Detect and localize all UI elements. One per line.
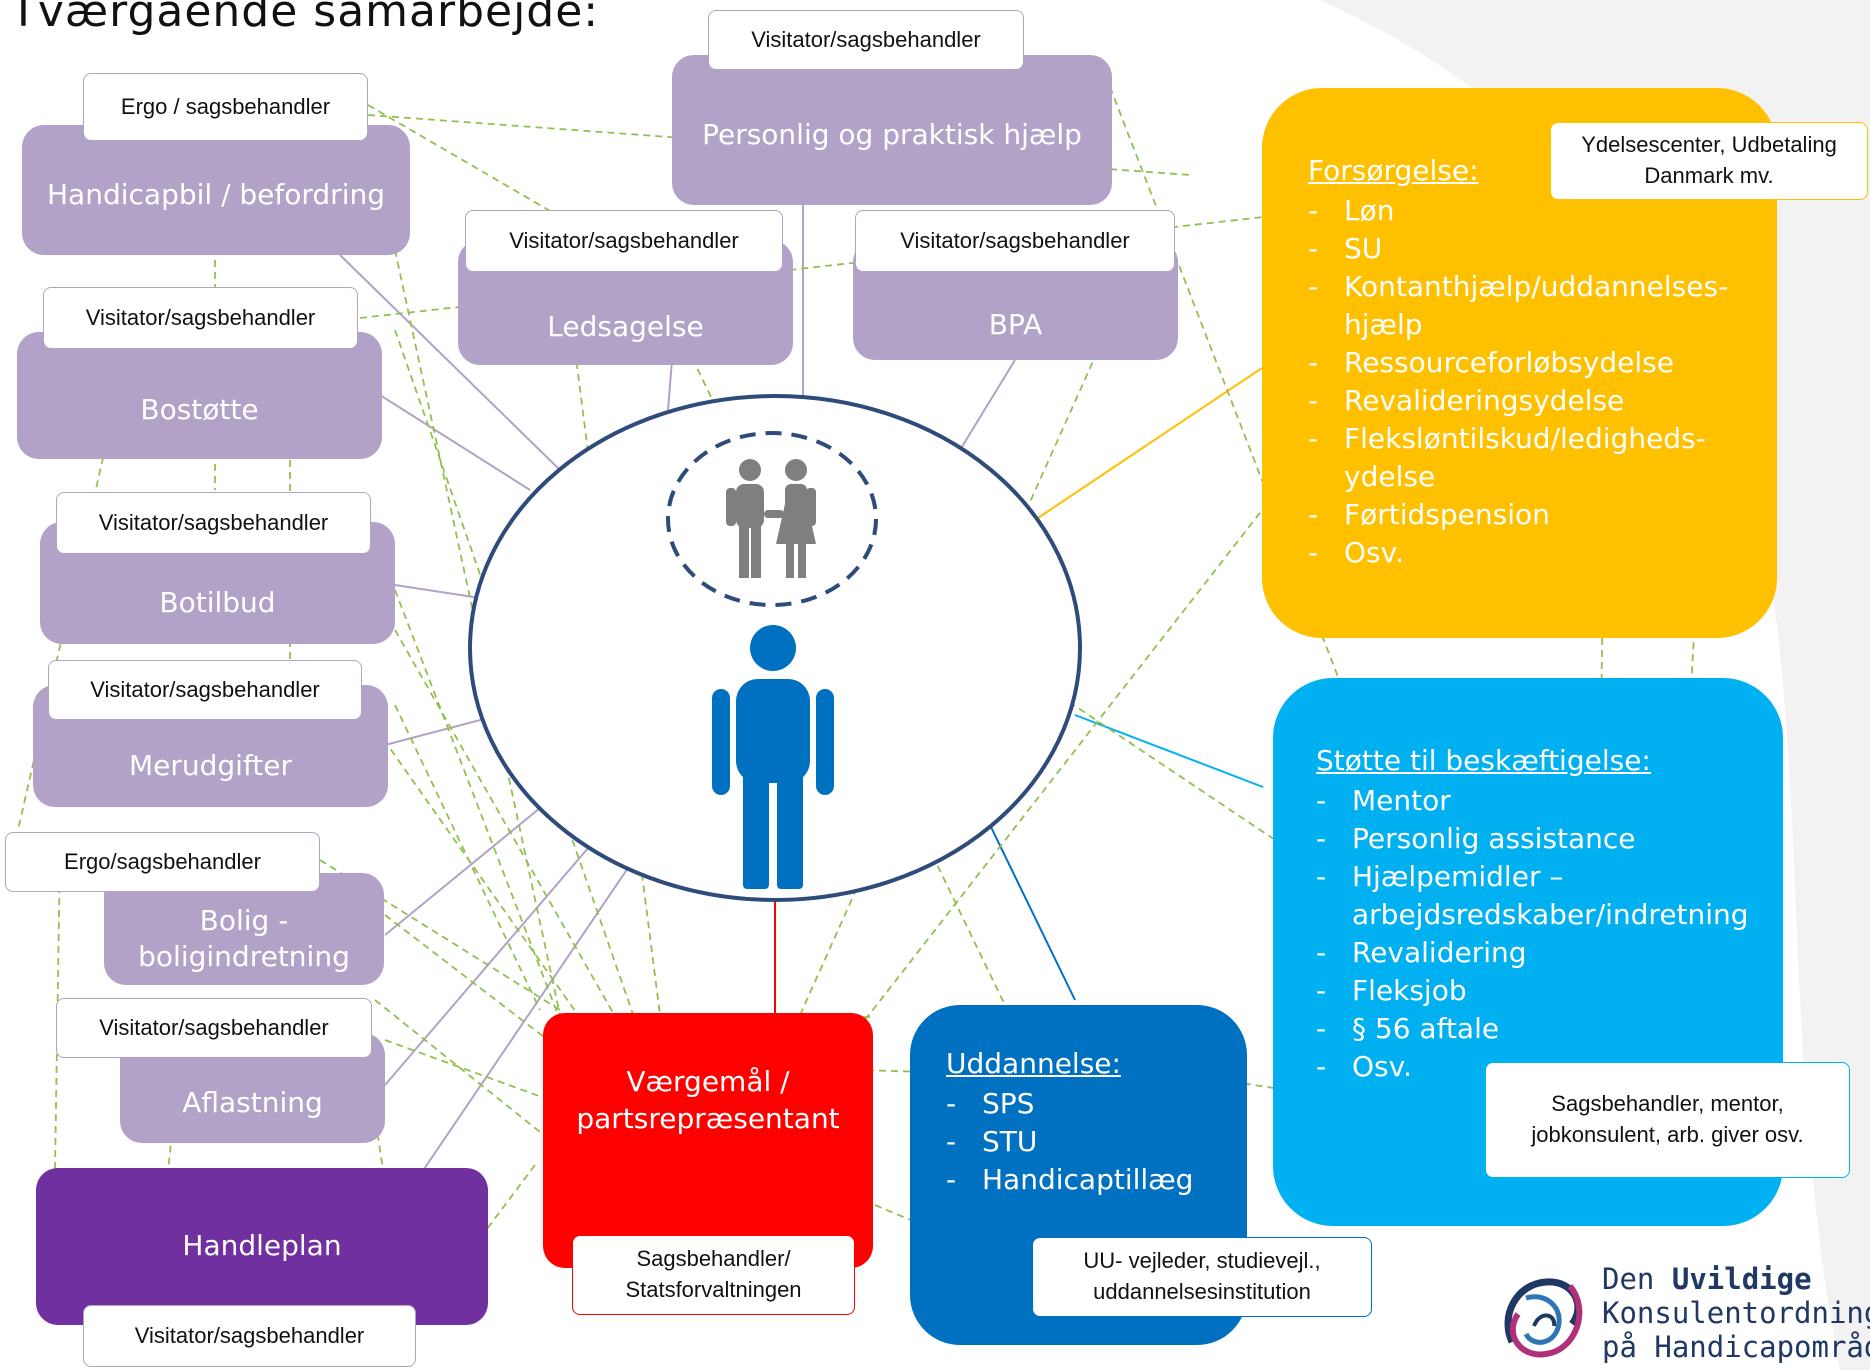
logo: Den Uvildige Konsulentordning på Handica… xyxy=(1490,1260,1870,1370)
service-label: Personlig og praktisk hjælp xyxy=(702,117,1082,151)
list-item: Revalideringsydelse xyxy=(1308,382,1757,420)
uddannelse-title: Uddannelse: xyxy=(946,1047,1121,1080)
list-item: Kontanthjælp/uddannelses-hjælp xyxy=(1308,268,1757,344)
tag-sagsbehandler-mentor: Sagsbehandler, mentor, jobkonsulent, arb… xyxy=(1485,1062,1850,1178)
tag-visitator-botilbud: Visitator/sagsbehandler xyxy=(56,492,371,554)
service-label: Ledsagelse xyxy=(547,310,704,344)
list-item: STU xyxy=(946,1123,1227,1161)
uddannelse-list: SPS STU Handicaptillæg xyxy=(946,1085,1227,1199)
tag-ergo-bolig: Ergo/sagsbehandler xyxy=(5,832,320,892)
service-handleplan: Handleplan xyxy=(36,1168,488,1325)
list-item: Løn xyxy=(1308,192,1757,230)
forsorgelse-title: Forsørgelse: xyxy=(1308,154,1479,187)
service-handicapbil-befordring: Handicapbil / befordring xyxy=(22,125,410,255)
logo-swirl-icon xyxy=(1504,1278,1583,1358)
list-item: Handicaptillæg xyxy=(946,1161,1227,1199)
logo-line1-bold: Uvildige xyxy=(1671,1262,1812,1296)
tag-visitator-bpa: Visitator/sagsbehandler xyxy=(855,210,1175,272)
tag-visitator-personlig: Visitator/sagsbehandler xyxy=(708,10,1024,70)
service-label: Botilbud xyxy=(159,585,276,619)
logo-text: Den Uvildige Konsulentordning på Handica… xyxy=(1602,1262,1870,1364)
list-item: Hjælpemidler – arbejdsredskaber/indretni… xyxy=(1316,858,1763,934)
service-label: BPA xyxy=(988,307,1043,341)
list-item: Osv. xyxy=(1316,1048,1763,1086)
list-item: Osv. xyxy=(1308,534,1757,572)
tag-visitator-merudgifter: Visitator/sagsbehandler xyxy=(48,660,362,720)
list-item: Mentor xyxy=(1316,782,1763,820)
service-label: Handleplan xyxy=(182,1229,342,1263)
beskaeftigelse-title: Støtte til beskæftigelse: xyxy=(1316,744,1651,777)
list-item: Førtidspension xyxy=(1308,496,1757,534)
tag-uu-vejleder: UU- vejleder, studievejl., uddannelsesin… xyxy=(1032,1237,1372,1317)
service-bostotte: Bostøtte xyxy=(17,332,382,459)
list-item: SPS xyxy=(946,1085,1227,1123)
person-icon xyxy=(712,625,834,889)
tag-visitator-bostotte: Visitator/sagsbehandler xyxy=(43,287,358,349)
beskaeftigelse-list: Mentor Personlig assistance Hjælpemidler… xyxy=(1316,782,1763,1086)
list-item: Fleksjob xyxy=(1316,972,1763,1010)
tag-statsforvaltningen: Sagsbehandler/ Statsforvaltningen xyxy=(572,1235,855,1315)
tag-ergo-handicapbil: Ergo / sagsbehandler xyxy=(83,73,368,141)
list-item: Ressourceforløbsydelse xyxy=(1308,344,1757,382)
logo-line1-prefix: Den xyxy=(1602,1262,1655,1296)
service-label: Aflastning xyxy=(182,1085,323,1119)
list-item: Personlig assistance xyxy=(1316,820,1763,858)
logo-line3: på Handicapområdet xyxy=(1602,1330,1870,1364)
list-item: SU xyxy=(1308,230,1757,268)
service-label: Merudgifter xyxy=(128,748,293,782)
tag-visitator-handleplan: Visitator/sagsbehandler xyxy=(83,1305,416,1367)
tag-visitator-ledsagelse: Visitator/sagsbehandler xyxy=(465,210,783,272)
forsorgelse-list: Løn SU Kontanthjælp/uddannelses-hjælp Re… xyxy=(1308,192,1757,572)
couple-icon xyxy=(726,459,816,578)
list-item: Fleksløntilskud/ledigheds-ydelse xyxy=(1308,420,1757,496)
service-personlig-praktisk-hjaelp: Personlig og praktisk hjælp xyxy=(672,55,1112,205)
service-label: Bostøtte xyxy=(140,393,259,427)
list-item: § 56 aftale xyxy=(1316,1010,1763,1048)
page-title: Tværgående samarbejde: xyxy=(10,0,600,37)
tag-visitator-aflastning: Visitator/sagsbehandler xyxy=(56,998,372,1058)
service-label: Handicapbil / befordring xyxy=(47,177,385,211)
service-vaergemaal-partsrepraesentant: Værgemål / partsrepræsentant xyxy=(543,1013,873,1268)
logo-line2: Konsulentordning xyxy=(1602,1296,1870,1330)
service-label: Bolig - boligindretning xyxy=(138,903,350,973)
tag-ydelsescenter: Ydelsescenter, Udbetaling Danmark mv. xyxy=(1550,122,1868,200)
service-label: Værgemål / partsrepræsentant xyxy=(576,1065,840,1135)
list-item: Revalidering xyxy=(1316,934,1763,972)
